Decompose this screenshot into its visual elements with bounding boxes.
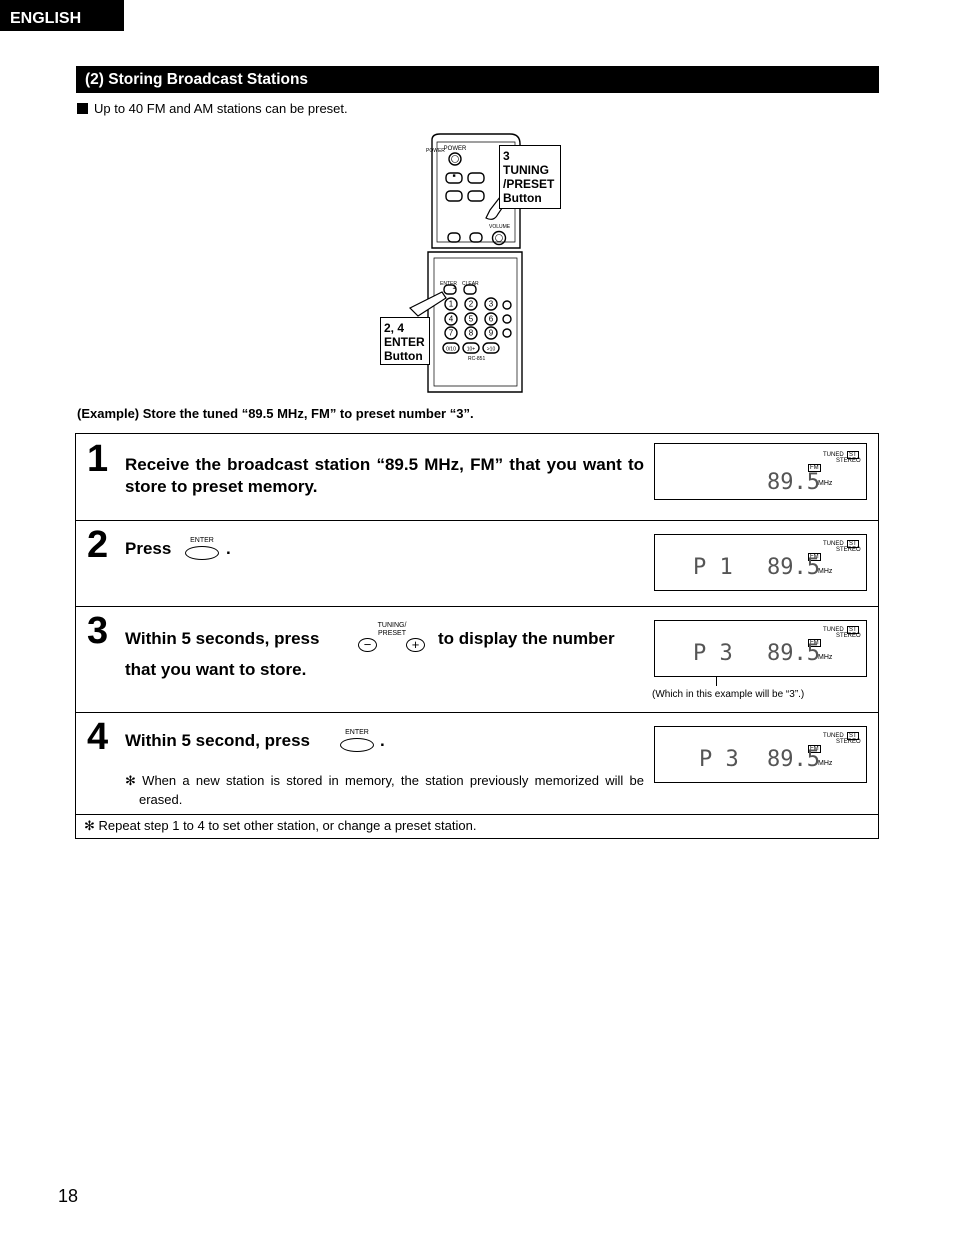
lcd-tuned: TUNED [823, 733, 844, 739]
step-text-cont: to display the number [438, 629, 615, 648]
callout-enter: 2, 4 ENTER Button [380, 317, 430, 365]
step-divider [76, 814, 878, 815]
lcd-st: ST [847, 732, 859, 740]
callout-tuning-preset: 3 TUNING /PRESET Button [499, 145, 561, 209]
remote-power-label: POWER [426, 148, 445, 154]
lcd-stereo: STEREO [836, 458, 861, 464]
lcd-band: FM [808, 745, 821, 753]
lcd-tuned: TUNED [823, 452, 844, 458]
svg-text:10+: 10+ [467, 347, 476, 353]
remote-clear-label: CLEAR [462, 281, 479, 287]
step-note: ✻ When a new station is stored in memory… [125, 773, 644, 807]
lcd-stereo: STEREO [836, 739, 861, 745]
callout-enter-step: 2, 4 [384, 321, 405, 335]
lcd-unit: MHz [818, 568, 833, 575]
enter-button-icon [340, 738, 374, 752]
display-note: (Which in this example will be “3”.) [652, 689, 805, 700]
svg-text:0/10: 0/10 [446, 347, 456, 353]
plus-button-icon: + [406, 638, 425, 652]
lcd-st: ST [847, 540, 859, 548]
svg-text:■: ■ [452, 173, 455, 179]
svg-text:2: 2 [469, 300, 474, 309]
lcd-frequency: 89.5 [767, 470, 820, 495]
svg-text:3: 3 [489, 300, 494, 309]
svg-text:1: 1 [452, 285, 456, 291]
example-caption: (Example) Store the tuned “89.5 MHz, FM”… [77, 406, 474, 421]
step-text-end: . [380, 731, 385, 750]
svg-text:1: 1 [449, 300, 454, 309]
lcd-band: FM [808, 464, 821, 472]
svg-text:5: 5 [469, 315, 474, 324]
svg-text:POWER: POWER [444, 146, 467, 152]
step-divider [76, 712, 878, 713]
step-divider [76, 520, 878, 521]
remote-model-label: RC-851 [468, 356, 486, 362]
footnote-text: Repeat step 1 to 4 to set other station,… [98, 818, 477, 833]
lcd-preset: P 1 [693, 555, 733, 580]
step-text-line2: that you want to store. [125, 660, 307, 679]
step-text-end: . [226, 539, 231, 558]
lcd-stereo: STEREO [836, 547, 861, 553]
page-number: 18 [58, 1186, 79, 1206]
enter-button-label: ENTER [190, 537, 214, 544]
lcd-display-1: TUNED ST STEREO FM 89.5 MHz [654, 443, 867, 500]
enter-button-icon [185, 546, 219, 560]
remote-enter-label: ENTER [440, 281, 457, 287]
pointer-line [716, 670, 717, 686]
lcd-unit: MHz [818, 760, 833, 767]
lcd-st: ST [847, 451, 859, 459]
step-text: Within 5 second, press [125, 731, 310, 750]
lcd-tuned: TUNED [823, 541, 844, 547]
lcd-frequency: 89.5 [767, 555, 820, 580]
bullet-square-icon [77, 103, 88, 114]
intro-label: Up to 40 FM and AM stations can be prese… [94, 101, 348, 116]
callout-tuning-line3: Button [503, 191, 542, 205]
step-text: Receive the broadcast station “89.5 MHz,… [125, 455, 644, 496]
lcd-display-2: TUNED ST STEREO FM P 1 89.5 MHz [654, 534, 867, 591]
step-text: Press [125, 539, 172, 558]
svg-text:6: 6 [489, 315, 494, 324]
section-title: (2) Storing Broadcast Stations [76, 66, 879, 93]
lcd-band: FM [808, 553, 821, 561]
lcd-frequency: 89.5 [767, 747, 820, 772]
language-tab: ENGLISH [0, 0, 124, 31]
svg-text:7: 7 [449, 329, 454, 338]
step-number: 2 [87, 524, 109, 566]
intro-text: Up to 40 FM and AM stations can be prese… [77, 101, 348, 116]
enter-button-label: ENTER [345, 729, 369, 736]
svg-text:4: 4 [449, 315, 454, 324]
lcd-unit: MHz [818, 654, 833, 661]
footnote: ✻ Repeat step 1 to 4 to set other statio… [84, 818, 477, 833]
steps-table: 1 Receive the broadcast station “89.5 MH… [75, 433, 879, 839]
svg-text:9: 9 [489, 329, 494, 338]
step-number: 1 [87, 438, 109, 480]
lcd-tuned: TUNED [823, 627, 844, 633]
step-number: 4 [87, 716, 109, 758]
lcd-preset: P 3 [693, 641, 733, 666]
callout-tuning-step: 3 [503, 149, 510, 163]
callout-tuning-line1: TUNING [503, 163, 549, 177]
tuning-preset-button-label: TUNING/ PRESET [377, 622, 407, 637]
lcd-st: ST [847, 626, 859, 634]
svg-text:8: 8 [469, 329, 474, 338]
step-divider [76, 606, 878, 607]
lcd-unit: MHz [818, 480, 833, 487]
step-text: Within 5 seconds, press [125, 629, 320, 648]
minus-button-icon: − [358, 638, 377, 652]
callout-enter-line1: ENTER [384, 335, 425, 349]
lcd-display-3: TUNED ST STEREO FM P 3 89.5 MHz [654, 620, 867, 677]
step-number: 3 [87, 610, 109, 652]
lcd-display-4: TUNED ST STEREO FM P 3 89.5 MHz [654, 726, 867, 783]
svg-text:>10: >10 [487, 347, 496, 353]
callout-enter-line2: Button [384, 349, 423, 363]
callout-tuning-line2: /PRESET [503, 177, 555, 191]
lcd-stereo: STEREO [836, 633, 861, 639]
lcd-band: FM [808, 639, 821, 647]
lcd-frequency: 89.5 [767, 641, 820, 666]
step-note-text: When a new station is stored in memory, … [139, 773, 644, 807]
remote-volume-label: VOLUME [489, 224, 511, 230]
lcd-preset: P 3 [699, 747, 739, 772]
